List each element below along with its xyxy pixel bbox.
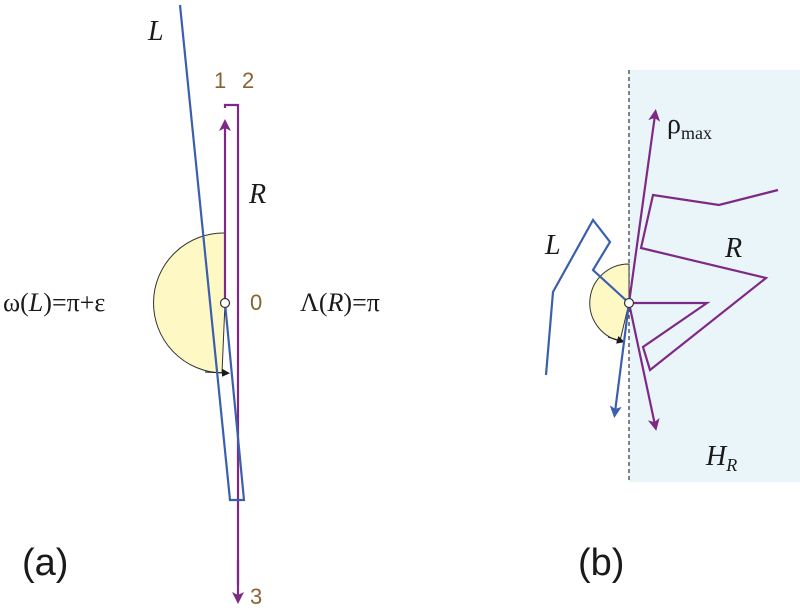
half-plane-region [629,70,800,482]
panel-label-b: (b) [578,542,624,584]
origin-point-b [623,297,635,309]
panel-label-a: (a) [22,542,68,584]
rho-max-arrow [627,109,661,304]
point-label-3: 3 [250,584,262,609]
path-L-label-a: L [147,16,164,47]
panel-b: ρmax L R HR (b) [544,70,800,584]
path-L-b [544,218,630,376]
point-label-2: 2 [242,68,254,93]
lambda-formula: Λ(R)=π [300,288,380,317]
point-label-1: 1 [214,68,226,93]
omega-formula: ω(L)=π+ε [3,288,105,317]
angle-sector-b [589,263,630,342]
path-L-label-b: L [544,230,561,261]
origin-point-a [219,297,231,309]
omega-angle-arrow [204,368,230,377]
half-plane-label: HR [705,441,737,475]
path-R-b-end-arrow [627,302,660,431]
path-L-a [178,4,246,502]
panel-a: L R 1 2 0 3 ω(L)=π+ε Λ(R)=π (a) [3,4,380,609]
path-R-label-b: R [724,233,742,264]
point-label-0: 0 [250,290,262,315]
rho-max-label: ρmax [667,109,712,143]
path-R-a-loop [223,103,240,585]
path-L-b-arrow [609,302,631,418]
path-R-b [629,188,779,372]
path-R-label-a: R [248,179,266,210]
angle-arrow-b [607,336,625,344]
